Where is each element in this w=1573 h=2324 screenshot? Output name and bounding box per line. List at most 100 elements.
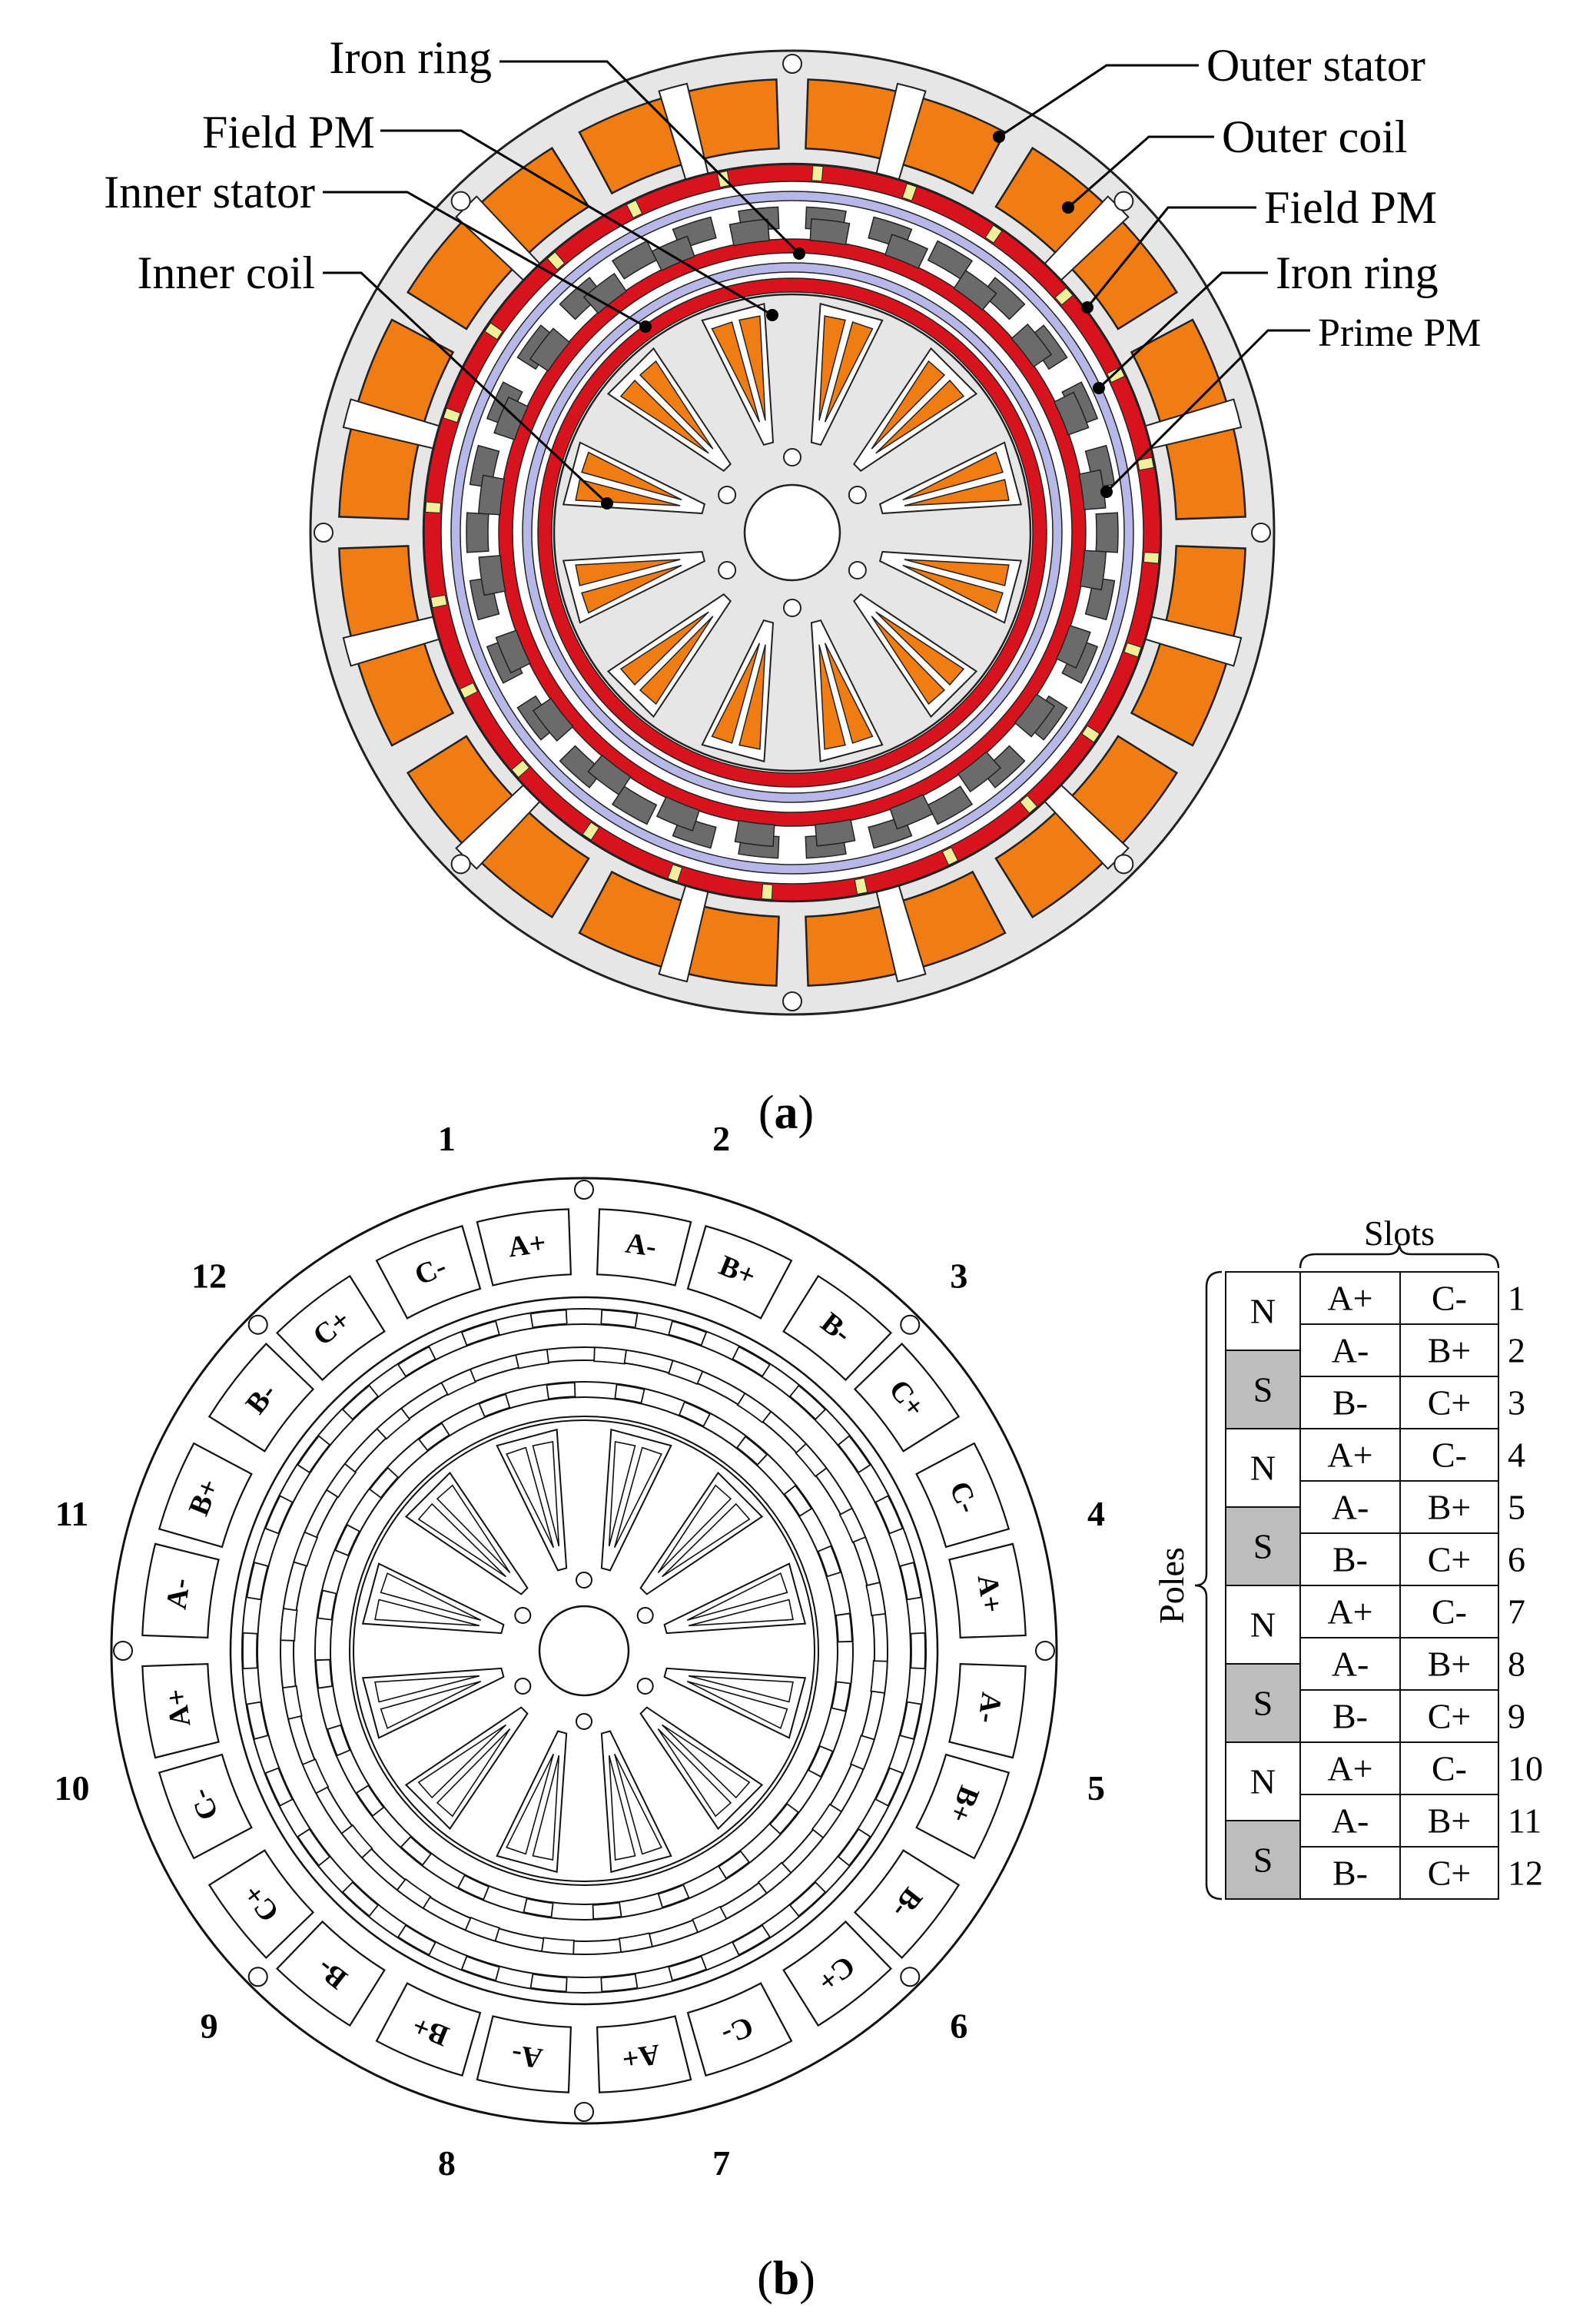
slot-cell [1299,1271,1401,1325]
inner-slot [853,347,978,472]
pm-block [678,1401,712,1427]
pm-block [795,1443,828,1478]
pm-block [735,1436,768,1466]
prime-pm [953,269,997,311]
inner-coil [608,1755,636,1861]
inner-coil [380,1680,482,1729]
slot-phase-1: A- [1332,1331,1369,1370]
outer-bolt-hole [314,523,334,543]
prime-pm [655,795,701,832]
leader-line [998,64,1199,138]
inner-slot [853,593,978,719]
slot-cell [1399,1271,1499,1325]
row-number: 12 [1508,1854,1543,1893]
field-pm-ring-inner [538,278,1047,787]
label-inner-coil: Inner coil [137,247,315,298]
slot-number: 10 [55,1768,90,1808]
winding-slot [596,2015,692,2093]
pm-block [668,1320,708,1346]
row-number: 5 [1508,1488,1525,1527]
pm-block [280,1608,298,1642]
iron-ring-inner-edge [522,262,1063,803]
bolt-hole [848,561,867,579]
winding-slot [782,1274,892,1382]
slot-phase-2: C+ [1428,1540,1472,1579]
outer-coil [578,870,688,970]
inner-coil [374,1675,480,1703]
leader-line [499,60,801,255]
field-pm-ring-outer-edge [423,164,1161,901]
outer-bolt-hole [247,1967,268,1987]
slot-number: 9 [201,2006,218,2045]
slot-number: 11 [55,1494,88,1533]
winding-slot [596,1208,692,1286]
bolt-hole [514,1607,532,1624]
bolt-hole [783,448,801,466]
pm-block [837,1435,871,1474]
winding-slot [948,1542,1027,1639]
slot-phase-2: B+ [1428,1331,1472,1370]
poles-header: Poles [1152,1547,1191,1624]
outer-bolt-hole [900,1314,921,1335]
pm-block [768,1802,799,1835]
slot-cell [1399,1585,1499,1638]
slot-cell [1399,1741,1499,1795]
spacer [901,183,918,201]
slot-cell [1399,1323,1499,1377]
pm-block [788,1881,827,1917]
label-field-pm-right: Field PM [1264,182,1437,233]
inner-coil [506,1753,555,1855]
prime-pm [477,474,506,516]
pm-block [246,1701,269,1741]
pm-block [334,1523,360,1557]
inner-coil [738,644,766,750]
spacer [854,877,868,895]
spacer [511,759,530,779]
ring-outline [293,1360,875,1942]
iron-ring-outer-edge [460,200,1125,865]
pole-cell [1225,1428,1301,1508]
inner-coil [417,1724,507,1799]
outer-coil [338,545,421,644]
slot-number: 1 [438,1119,456,1158]
pole-cell [1225,1585,1301,1665]
pm-block [464,1916,500,1942]
slot-phase-2: C+ [1428,1383,1472,1423]
pm-block [657,1884,690,1908]
pm-block [600,1973,639,1993]
spacer [1123,642,1142,658]
inner-coil [608,1441,636,1547]
ring-outline [330,1396,838,1905]
label-outer-stator: Outer stator [1206,40,1425,91]
row-number: 10 [1508,1749,1543,1788]
leader-dot [993,131,1005,143]
slot-phase-2: C+ [1428,1854,1472,1893]
spacer [425,501,442,513]
slot-phase-1: A- [1332,1488,1369,1527]
inner-coil [380,1572,482,1622]
prime-pm [1053,391,1090,436]
winding-slot [375,1224,482,1320]
spacer [1081,725,1100,743]
pm-block [397,1924,436,1956]
pm-block [400,1835,433,1866]
ring-outline [314,1381,854,1921]
inner-coil [818,315,846,421]
pole-label: N [1250,1762,1276,1801]
ring-outline [241,1308,927,1994]
field-pm-ring-mid-edge [498,238,1087,827]
leader-line [1097,271,1268,390]
inner-coil [639,360,714,450]
slot-phase-2: C- [1432,1436,1467,1475]
pm-block [668,1360,704,1386]
slot-phase-1: A+ [1327,1592,1372,1632]
spacer [582,822,600,841]
inner-coil [532,1755,560,1861]
winding-slot [915,1442,1011,1549]
pm-block [301,1758,330,1794]
label-prime-pm: Prime PM [1318,311,1481,355]
label-outer-coil: Outer coil [1222,111,1408,162]
winding-slot [476,2015,572,2093]
spacer [1019,795,1038,814]
prime-pm [493,396,529,441]
